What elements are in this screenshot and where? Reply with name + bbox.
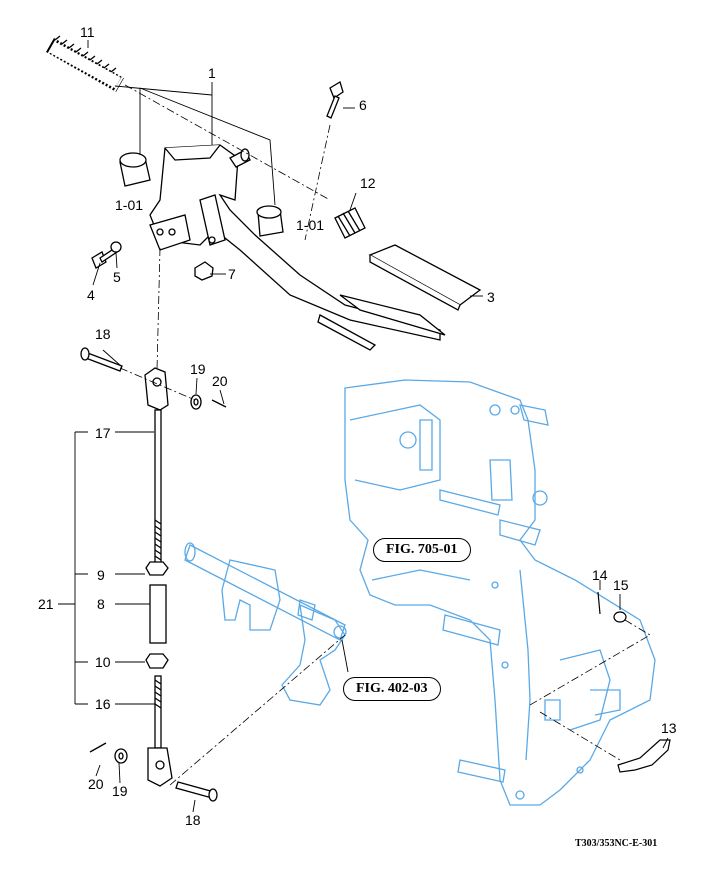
- split-pin-14: [597, 591, 601, 615]
- callout-8: 8: [97, 596, 105, 612]
- callout-6: 6: [359, 97, 367, 113]
- shift-shaft-ghost: [184, 542, 347, 706]
- callout-15: 15: [613, 577, 629, 593]
- washer-15: [613, 611, 627, 623]
- spring-12: [334, 207, 366, 239]
- callout-1: 1: [208, 65, 216, 81]
- callout-14: 14: [592, 567, 608, 583]
- callout-21: 21: [38, 596, 54, 612]
- callout-3: 3: [487, 289, 495, 305]
- callout-12: 12: [360, 175, 376, 191]
- transmission-housing-ghost: [344, 379, 656, 806]
- rod-13: [617, 739, 671, 773]
- callout-18-bottom: 18: [185, 812, 201, 828]
- callout-9: 9: [97, 567, 105, 583]
- leader-lines: [58, 40, 669, 813]
- callout-1-01-left: 1-01: [115, 197, 144, 213]
- callout-1-01-right: 1-01: [296, 217, 325, 233]
- pedal-pad: [368, 244, 482, 306]
- callout-19-top: 19: [190, 361, 206, 377]
- callout-20-top: 20: [212, 373, 228, 389]
- drawing-code: T303/353NC-E-301: [575, 838, 658, 849]
- callout-19-bottom: 19: [112, 783, 128, 799]
- right-small-parts: [597, 591, 671, 773]
- figure-ref-705-01[interactable]: FIG. 705-01: [373, 538, 471, 562]
- callout-13: 13: [661, 720, 677, 736]
- callout-16: 16: [95, 696, 111, 712]
- callout-18-top: 18: [95, 326, 111, 342]
- callout-11: 11: [80, 24, 95, 40]
- callout-10: 10: [95, 654, 111, 670]
- return-spring-11: [46, 35, 124, 92]
- callout-20-bottom: 20: [88, 776, 104, 792]
- callout-17: 17: [95, 425, 111, 441]
- figure-ref-402-03[interactable]: FIG. 402-03: [343, 677, 441, 701]
- bolt-6: [329, 81, 344, 99]
- center-lines: [119, 84, 651, 786]
- callout-4: 4: [87, 287, 95, 303]
- clevis-top: [144, 367, 169, 411]
- brake-pedal-assembly: [46, 35, 482, 351]
- brake-rod-assembly: [80, 347, 227, 802]
- callout-7: 7: [228, 266, 236, 282]
- callout-5: 5: [113, 269, 121, 285]
